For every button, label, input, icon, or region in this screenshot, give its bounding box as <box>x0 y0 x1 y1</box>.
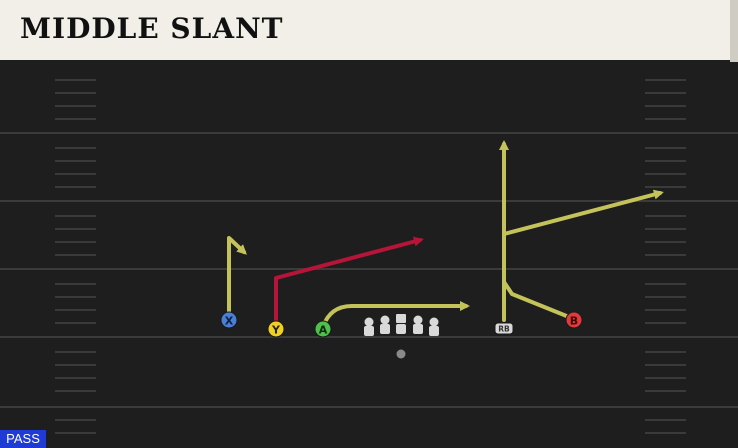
route-y-corner[interactable] <box>274 236 424 329</box>
yard-lines <box>0 132 738 408</box>
player-x-label: X <box>225 315 234 328</box>
player-rb-label: RB <box>498 325 510 334</box>
header-background <box>0 0 738 60</box>
route-b-slant[interactable] <box>502 280 576 321</box>
play-title: MIDDLE SLANT <box>20 12 284 45</box>
play-header: MIDDLE SLANT <box>0 0 738 62</box>
player-y-label: Y <box>271 324 281 337</box>
player-a[interactable]: A <box>314 320 332 338</box>
player-rb[interactable]: RB <box>494 322 514 335</box>
player-a-label: A <box>319 324 328 337</box>
left-tackle-icon <box>364 317 374 336</box>
player-y[interactable]: Y <box>267 320 285 338</box>
left-guard-icon <box>380 315 390 334</box>
player-x[interactable]: X <box>220 311 238 329</box>
hash-marks-left <box>55 79 96 434</box>
quarterback-marker <box>396 349 406 359</box>
hash-marks-right <box>645 79 686 434</box>
play-type-badge: PASS <box>0 430 46 448</box>
route-x-hitch[interactable] <box>227 236 247 320</box>
header-edge <box>730 0 738 62</box>
right-tackle-icon <box>429 317 439 336</box>
route-rb-branch-post[interactable] <box>502 189 664 236</box>
player-b-label: B <box>570 315 578 328</box>
center-icon <box>396 314 406 334</box>
player-b[interactable]: B <box>565 311 583 329</box>
right-guard-icon <box>413 315 423 334</box>
offensive-line <box>364 314 439 336</box>
